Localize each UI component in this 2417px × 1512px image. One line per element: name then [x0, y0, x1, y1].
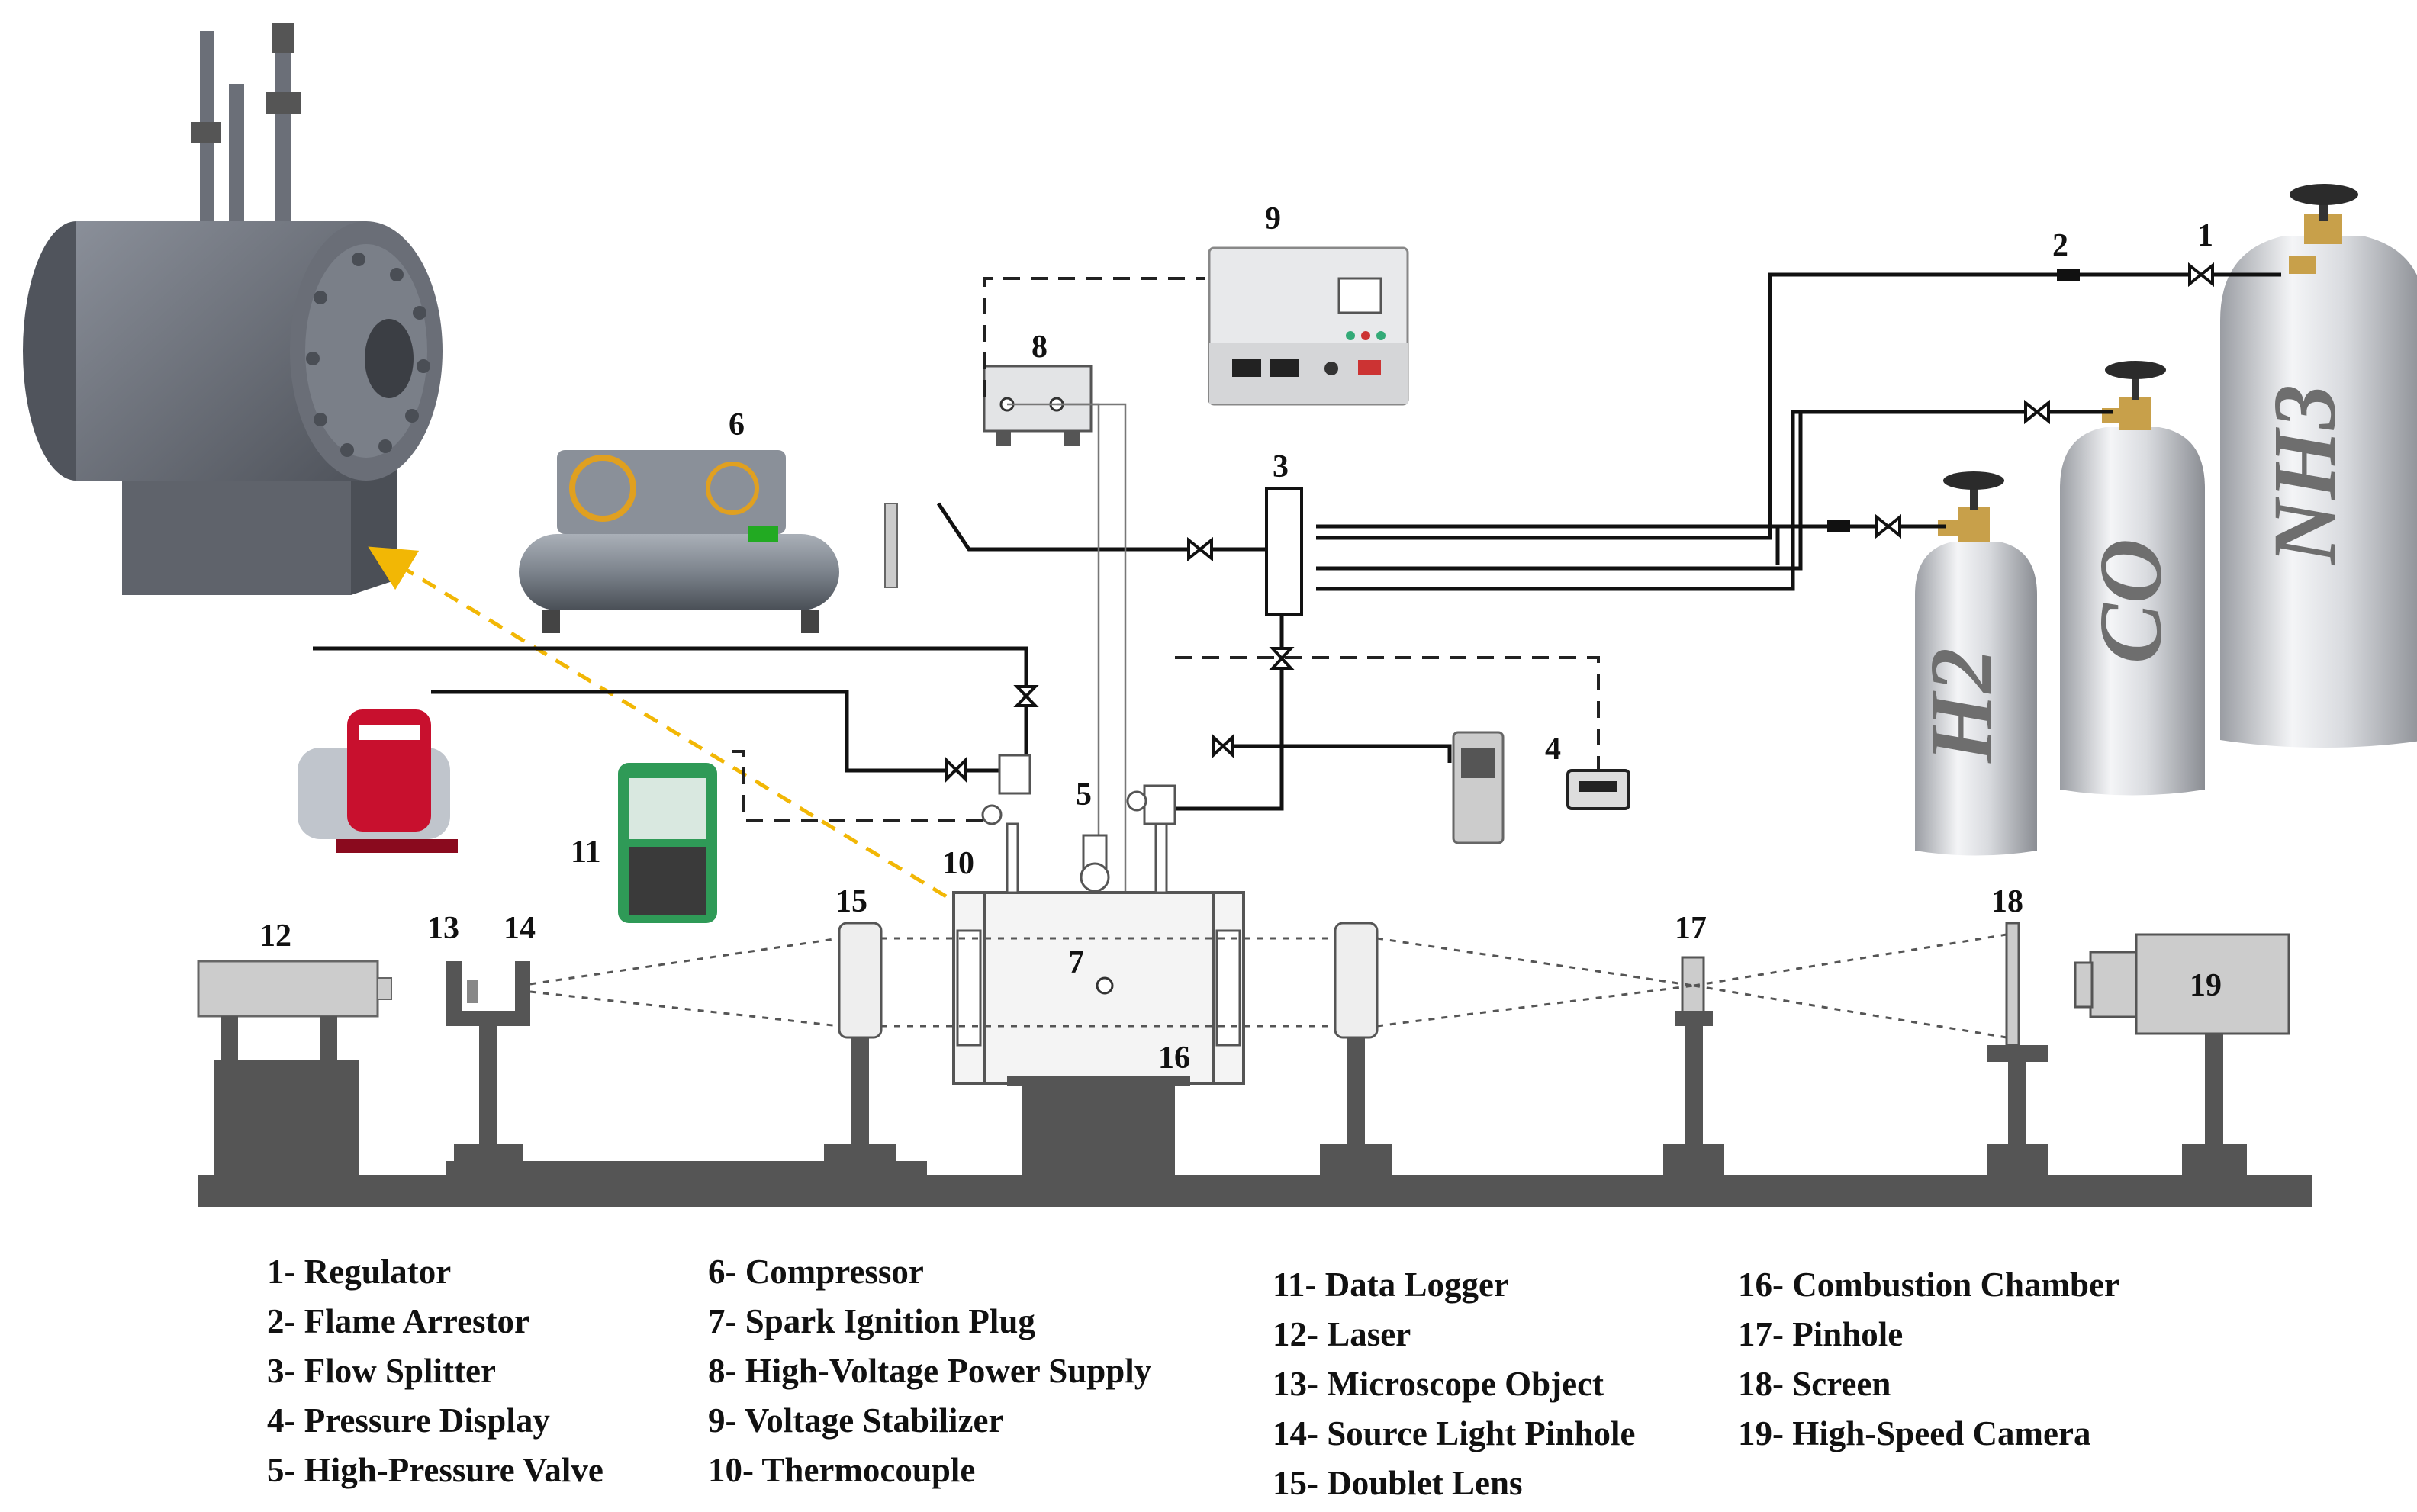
label-18: 18	[1991, 884, 2023, 919]
high-voltage-power-supply	[983, 365, 1093, 446]
legend-item: 9- Voltage Stabilizer	[708, 1401, 1004, 1440]
compressor	[519, 450, 898, 633]
label-8: 8	[1031, 330, 1048, 365]
light-beam	[529, 933, 2007, 1039]
co-cylinder: CO	[2060, 361, 2205, 796]
gas-lines	[313, 272, 2281, 811]
pinhole	[1663, 956, 1724, 1175]
flow-splitter	[1265, 487, 1303, 616]
label-5: 5	[1076, 777, 1092, 812]
legend-item: 4- Pressure Display	[267, 1401, 550, 1440]
flame-arrestor-icon	[2057, 269, 2080, 281]
legend-column-1: 1- Regulator 2- Flame Arrestor 3- Flow S…	[267, 1247, 603, 1495]
legend-item: 12- Laser	[1273, 1315, 1411, 1353]
label-12: 12	[259, 918, 291, 954]
pinhole-mount	[446, 961, 927, 1176]
data-logger	[618, 763, 717, 923]
label-4: 4	[1545, 732, 1561, 767]
legend-item: 6- Compressor	[708, 1253, 924, 1291]
label-2: 2	[2052, 228, 2068, 263]
laser	[197, 960, 392, 1175]
legend-item: 8- High-Voltage Power Supply	[708, 1352, 1152, 1390]
label-3: 3	[1273, 449, 1289, 484]
optical-bench	[198, 1175, 2312, 1207]
legend-item: 5- High-Pressure Valve	[267, 1451, 603, 1489]
h2-cylinder: H2	[1911, 471, 2037, 856]
combustion-chamber-schematic	[952, 754, 1245, 1175]
legend-item: 15- Doublet Lens	[1273, 1464, 1523, 1502]
legend-item: 2- Flame Arrestor	[267, 1302, 530, 1340]
label-6: 6	[729, 407, 745, 442]
label-13: 13	[427, 911, 459, 946]
nh3-label: NH3	[2254, 384, 2354, 566]
legend-item: 18- Screen	[1738, 1365, 1891, 1403]
component-numbers: 1 2 3 4 5 6 7 8 9 10 11 12 13 14 15 16 1…	[259, 201, 2222, 1076]
nh3-cylinder: NH3	[2220, 184, 2417, 748]
doublet-lens	[824, 922, 896, 1175]
legend-column-3: 11- Data Logger 12- Laser 13- Microscope…	[1273, 1260, 1635, 1508]
legend-item: 10- Thermocouple	[708, 1451, 976, 1489]
label-14: 14	[504, 911, 536, 946]
vacuum-pump	[298, 709, 458, 853]
legend-item: 7- Spark Ignition Plug	[708, 1302, 1035, 1340]
label-7: 7	[1068, 945, 1084, 980]
legend-item: 16- Combustion Chamber	[1738, 1266, 2120, 1304]
legend-item: 3- Flow Splitter	[267, 1352, 496, 1390]
doublet-lens	[1320, 922, 1392, 1175]
legend-item: 19- High-Speed Camera	[1738, 1414, 2091, 1452]
label-9: 9	[1265, 201, 1281, 236]
legend-column-2: 6- Compressor 7- Spark Ignition Plug 8- …	[708, 1247, 1151, 1495]
legend-item: 13- Microscope Object	[1273, 1365, 1604, 1403]
legend-item: 17- Pinhole	[1738, 1315, 1904, 1353]
label-17: 17	[1675, 911, 1707, 946]
label-10: 10	[942, 846, 974, 881]
co-label: CO	[2081, 539, 2180, 664]
label-1: 1	[2197, 218, 2213, 253]
h2-label: H2	[1911, 648, 2011, 764]
legend-item: 1- Regulator	[267, 1253, 452, 1291]
voltage-stabilizer	[1208, 246, 1409, 406]
high-speed-camera	[2074, 933, 2290, 1175]
legend-item: 11- Data Logger	[1273, 1266, 1509, 1304]
legend-item: 14- Source Light Pinhole	[1273, 1414, 1636, 1452]
label-19: 19	[2190, 968, 2222, 1003]
label-16: 16	[1158, 1041, 1190, 1076]
valve-icon	[945, 262, 2214, 783]
chamber-3d-render	[23, 23, 443, 595]
pressure-transducer	[1452, 731, 1505, 844]
pressure-display	[1566, 769, 1630, 810]
label-15: 15	[835, 884, 867, 919]
screen	[1987, 922, 2048, 1175]
legend-column-4: 16- Combustion Chamber 17- Pinhole 18- S…	[1738, 1260, 2119, 1459]
label-11: 11	[571, 835, 601, 870]
chamber-callout-arrow	[368, 546, 948, 899]
flame-arrestor-icon	[1827, 520, 1850, 532]
